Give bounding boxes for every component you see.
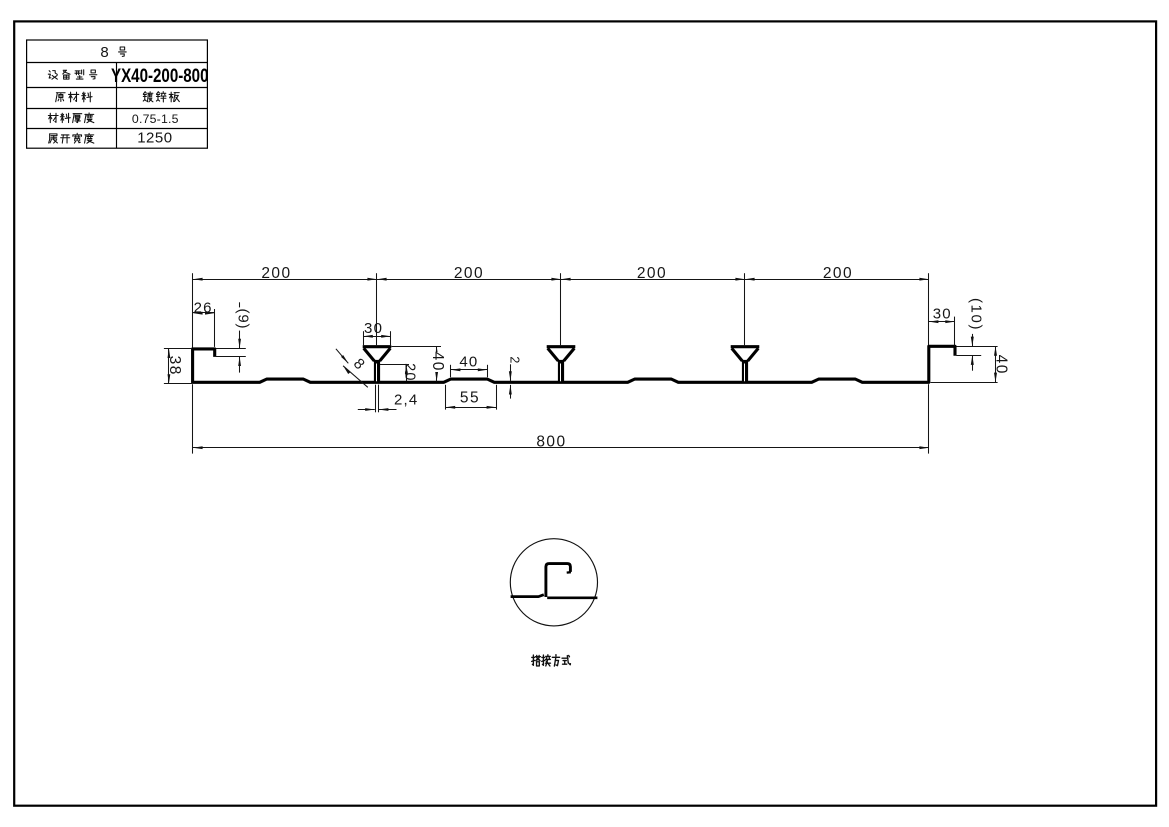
svg-text:(10): (10): [967, 298, 984, 331]
svg-text:20: 20: [402, 363, 418, 382]
svg-text:200: 200: [637, 265, 667, 282]
svg-text:26: 26: [194, 300, 213, 317]
svg-text:40: 40: [459, 353, 478, 370]
svg-text:0.75-1.5: 0.75-1.5: [132, 112, 179, 126]
svg-text:1250: 1250: [137, 129, 172, 146]
svg-text:2,4: 2,4: [394, 392, 418, 409]
svg-text:30: 30: [364, 320, 383, 337]
svg-text:(9): (9): [234, 309, 251, 330]
svg-text:40: 40: [429, 352, 446, 372]
svg-text:200: 200: [454, 265, 484, 282]
svg-text:200: 200: [823, 265, 853, 282]
svg-text:8: 8: [100, 44, 108, 61]
svg-text:55: 55: [460, 389, 480, 406]
svg-text:200: 200: [261, 265, 291, 282]
svg-text:YX40-200-800: YX40-200-800: [111, 65, 209, 87]
svg-text:38: 38: [166, 356, 183, 376]
svg-text:800: 800: [536, 433, 566, 450]
svg-text:2: 2: [507, 356, 521, 363]
svg-text:30: 30: [933, 305, 952, 322]
svg-text:40: 40: [993, 355, 1010, 375]
